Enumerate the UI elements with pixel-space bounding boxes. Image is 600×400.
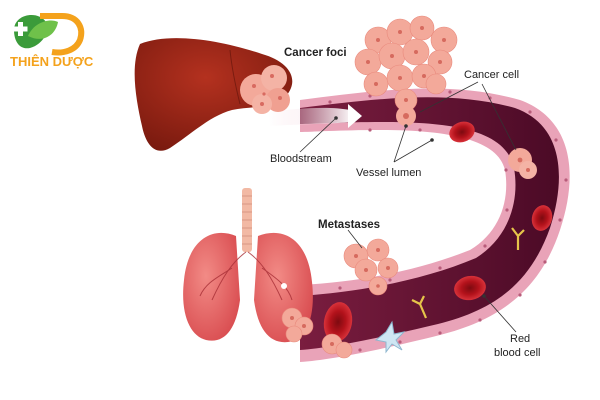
label-red-blood-cell-line2: blood cell — [494, 347, 540, 359]
lung-tumors — [281, 307, 353, 359]
brand-name: THIÊN DƯỢC — [10, 54, 94, 69]
brand-logo: THIÊN DƯỢC — [10, 13, 94, 69]
logo-mark-icon — [13, 13, 85, 56]
antibody-icon — [411, 227, 525, 319]
red-blood-cell — [323, 302, 353, 342]
blood-vessel — [268, 88, 570, 362]
white-cell-icon — [374, 320, 406, 354]
label-vessel-lumen: Vessel lumen — [356, 167, 421, 179]
leader-lines — [299, 81, 517, 333]
cancer-cell-wall — [508, 148, 537, 179]
cancer-cell-lumen — [396, 106, 416, 126]
metastases-cluster — [343, 238, 399, 296]
flow-arrow-icon — [348, 104, 362, 128]
cancer-foci-cluster — [354, 15, 458, 112]
label-red-blood-cell-line1: Red — [510, 333, 530, 345]
vessel-lumen-area — [300, 97, 559, 350]
label-cancer-foci: Cancer foci — [284, 47, 347, 59]
label-metastases: Metastases — [318, 219, 380, 231]
red-blood-cell — [531, 205, 553, 231]
red-blood-cell — [454, 275, 486, 301]
liver-tumor — [240, 65, 290, 114]
labels: Cancer foci Cancer cell Bloodstream Vess… — [270, 47, 540, 359]
liver — [134, 38, 293, 151]
label-bloodstream: Bloodstream — [270, 153, 332, 165]
label-cancer-cell: Cancer cell — [464, 69, 519, 81]
red-blood-cells — [323, 121, 553, 342]
red-blood-cell — [449, 121, 475, 143]
immune-cells — [374, 227, 525, 354]
